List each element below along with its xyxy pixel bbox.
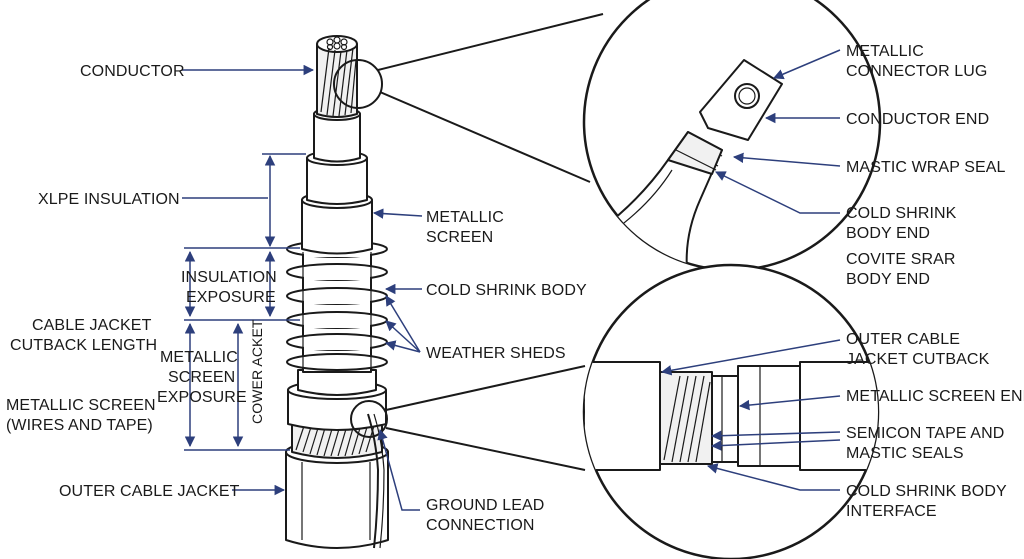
label-mastic-wrap-seal: MASTIC WRAP SEAL — [846, 159, 1006, 176]
label-metallic-screen-wires-1: METALLIC SCREEN — [6, 397, 156, 414]
conductor-shape — [316, 35, 358, 118]
label-metallic-screen-1: METALLIC — [426, 209, 504, 226]
upper-body-shape — [301, 107, 373, 255]
label-insulation-exposure-2: EXPOSURE — [186, 289, 276, 306]
main-cable-drawing — [285, 35, 389, 549]
detail-circle-top — [582, 0, 882, 272]
labels-center: METALLIC SCREEN COLD SHRINK BODY WEATHER… — [426, 209, 587, 534]
label-metallic-screen-exposure-3: EXPOSURE — [157, 389, 247, 406]
label-conductor-end: CONDUCTOR END — [846, 111, 989, 128]
label-insulation-exposure-1: INSULATION — [181, 269, 277, 286]
zoom-source-top — [333, 59, 383, 109]
label-metallic-screen-exposure-2: SCREEN — [168, 369, 235, 386]
label-xlpe-insulation: XLPE INSULATION — [38, 191, 180, 208]
zoom-callouts — [333, 13, 604, 471]
dimension-lines — [184, 153, 306, 451]
zoom-source-bottom — [350, 400, 388, 438]
label-metallic-screen-wires-2: (WIRES AND TAPE) — [6, 417, 153, 434]
label-ground-lead-2: CONNECTION — [426, 517, 535, 534]
detail-circle-bottom — [582, 263, 880, 559]
lower-body-shape — [287, 369, 387, 431]
leader-lines — [182, 49, 841, 511]
label-metallic-connector-lug-1: METALLIC — [846, 43, 924, 60]
label-metallic-screen-exposure-1: METALLIC — [160, 349, 238, 366]
label-covite-srar-1: COVITE SRAR — [846, 251, 956, 268]
label-covite-srar-2: BODY END — [846, 271, 930, 288]
label-cold-shrink-body-end-2: BODY END — [846, 225, 930, 242]
label-cold-shrink-interface-1: COLD SHRINK BODY — [846, 483, 1007, 500]
label-metallic-screen-2: SCREEN — [426, 229, 493, 246]
label-cold-shrink-body: COLD SHRINK BODY — [426, 282, 587, 299]
label-cable-jacket-cutback-2: CUTBACK LENGTH — [10, 337, 157, 354]
label-metallic-screen-end: METALLIC SCREEN END — [846, 388, 1024, 405]
label-semicon-tape-1: SEMICON TAPE AND — [846, 425, 1004, 442]
label-ground-lead-1: GROUND LEAD — [426, 497, 544, 514]
label-cable-jacket-cutback-1: CABLE JACKET — [32, 317, 152, 334]
label-semicon-tape-2: MASTIC SEALS — [846, 445, 964, 462]
label-outer-cable-jacket: OUTER CABLE JACKET — [59, 483, 240, 500]
label-cold-shrink-body-end-1: COLD SHRINK — [846, 205, 957, 222]
label-outer-jacket-cutback-2: JACKET CUTBACK — [846, 351, 990, 368]
label-metallic-connector-lug-2: CONNECTOR LUG — [846, 63, 987, 80]
label-cold-shrink-interface-2: INTERFACE — [846, 503, 937, 520]
label-weather-sheds: WEATHER SHEDS — [426, 345, 566, 362]
labels-left: CONDUCTOR XLPE INSULATION INSULATION EXP… — [6, 63, 277, 500]
labels-right: METALLIC CONNECTOR LUG CONDUCTOR END MAS… — [846, 43, 1024, 520]
label-conductor: CONDUCTOR — [80, 63, 185, 80]
label-outer-jacket-cutback-1: OUTER CABLE — [846, 331, 960, 348]
label-cower-acket: COWER ACKET — [249, 319, 265, 424]
